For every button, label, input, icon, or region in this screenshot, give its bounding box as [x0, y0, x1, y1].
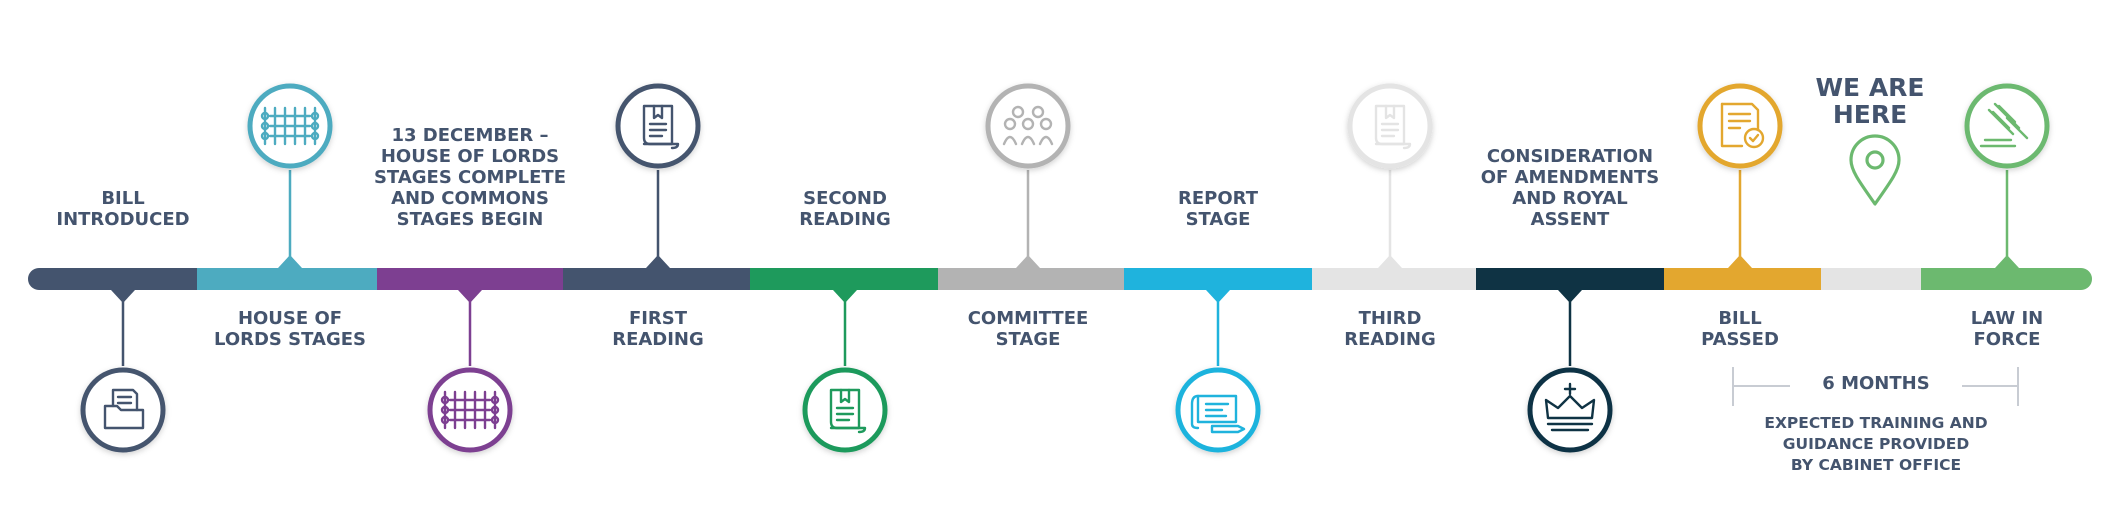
portcullis-icon [247, 83, 333, 169]
pointer-bill-introduced [111, 290, 135, 303]
label-line: READING [799, 209, 891, 230]
label-line: STAGES COMPLETE [373, 167, 567, 188]
blueprint-pencil-icon [1175, 367, 1261, 453]
label-line: LORDS STAGES [214, 329, 366, 350]
pointer-house-of-lords-stages [278, 255, 302, 268]
bar-segment-second-reading [750, 268, 938, 290]
pointer-report-stage [1206, 290, 1230, 303]
pointer-bill-passed [1728, 255, 1752, 268]
label-line: STAGE [1185, 209, 1251, 230]
stage-royal-assent [1527, 290, 1613, 453]
pointer-royal-assent [1558, 290, 1582, 303]
pointer-law-in-force [1995, 255, 2019, 268]
label-line: STAGE [995, 329, 1061, 350]
crown-icon [1527, 367, 1613, 453]
label-line: LAW IN [1970, 308, 2044, 329]
stage-report-stage [1175, 290, 1261, 453]
label-line: THIRD [1358, 308, 1422, 329]
bar-segment-bill-passed [1664, 268, 1821, 290]
bar-segment-lords-complete [377, 268, 563, 290]
label-line: BILL [101, 188, 145, 209]
label-line: CONSIDERATION [1486, 146, 1654, 167]
label-line: HOUSE OF [237, 308, 343, 329]
pointer-first-reading [646, 255, 670, 268]
label-line: AND ROYAL [1512, 188, 1628, 209]
stage-law-in-force [1964, 83, 2050, 268]
label-line: COMMITTEE [967, 308, 1089, 329]
pointer-committee-stage [1016, 255, 1040, 268]
gavel-icon [1964, 83, 2050, 169]
label-line: SECOND [803, 188, 887, 209]
six-months-bracket [1732, 367, 2019, 406]
scroll-document-icon [615, 83, 701, 169]
label-line: FORCE [1973, 329, 2041, 350]
bar-segment-report-stage [1124, 268, 1312, 290]
label-line: READING [612, 329, 704, 350]
pointer-lords-complete [458, 290, 482, 303]
label-line: READING [1344, 329, 1436, 350]
label-line: FIRST [628, 308, 688, 329]
stage-second-reading [802, 290, 888, 453]
bar-segment-third-reading [1312, 268, 1476, 290]
bar-segment-first-reading [563, 268, 750, 290]
scroll-document-icon [802, 367, 888, 453]
map-pin-icon [1849, 134, 1901, 206]
bar-segment-bill-introduced [40, 268, 197, 290]
label-line: BILL [1718, 308, 1762, 329]
label-line: PASSED [1701, 329, 1779, 350]
bar-segment-royal-assent [1476, 268, 1664, 290]
duration-label: 6 MONTHS [1822, 373, 1930, 394]
stage-first-reading [615, 83, 701, 268]
duration-note-line: BY CABINET OFFICE [1790, 456, 1962, 474]
we-are-here-line: WE ARE [1815, 73, 1925, 102]
label-line: AND COMMONS [391, 188, 549, 209]
bar-segment-law-in-force-fill [1921, 268, 1961, 290]
label-line: REPORT [1178, 188, 1258, 209]
portcullis-icon [427, 367, 513, 453]
label-line: 13 DECEMBER – [391, 125, 549, 146]
timeline-bar [28, 268, 2092, 290]
committee-group-icon [985, 83, 1071, 169]
stage-committee-stage [985, 83, 1071, 268]
label-line: INTRODUCED [56, 209, 190, 230]
duration-note: EXPECTED TRAINING AND GUIDANCE PROVIDED BY… [1726, 413, 2026, 476]
duration-note-line: EXPECTED TRAINING AND [1764, 414, 1988, 432]
we-are-here-line: HERE [1832, 100, 1908, 129]
label-line: OF AMENDMENTS [1480, 167, 1660, 188]
stage-bill-passed [1697, 83, 1783, 268]
label-line: HOUSE OF LORDS [380, 146, 560, 167]
stage-lords-complete [427, 290, 513, 453]
pointer-second-reading [833, 290, 857, 303]
label-line: ASSENT [1530, 209, 1610, 230]
bar-segment-law-in-force [1921, 268, 2092, 290]
duration-note-line: GUIDANCE PROVIDED [1782, 435, 1970, 453]
label-line: STAGES BEGIN [396, 209, 544, 230]
scroll-document-icon [1347, 83, 1433, 169]
stage-house-of-lords-stages [247, 83, 333, 268]
bar-segment-committee-stage [938, 268, 1124, 290]
pointer-third-reading [1378, 255, 1402, 268]
certificate-icon [1697, 83, 1783, 169]
stage-third-reading [1347, 83, 1433, 268]
stage-bill-introduced [80, 290, 166, 453]
folder-document-icon [80, 367, 166, 453]
bar-segment-house-of-lords-stages [197, 268, 377, 290]
